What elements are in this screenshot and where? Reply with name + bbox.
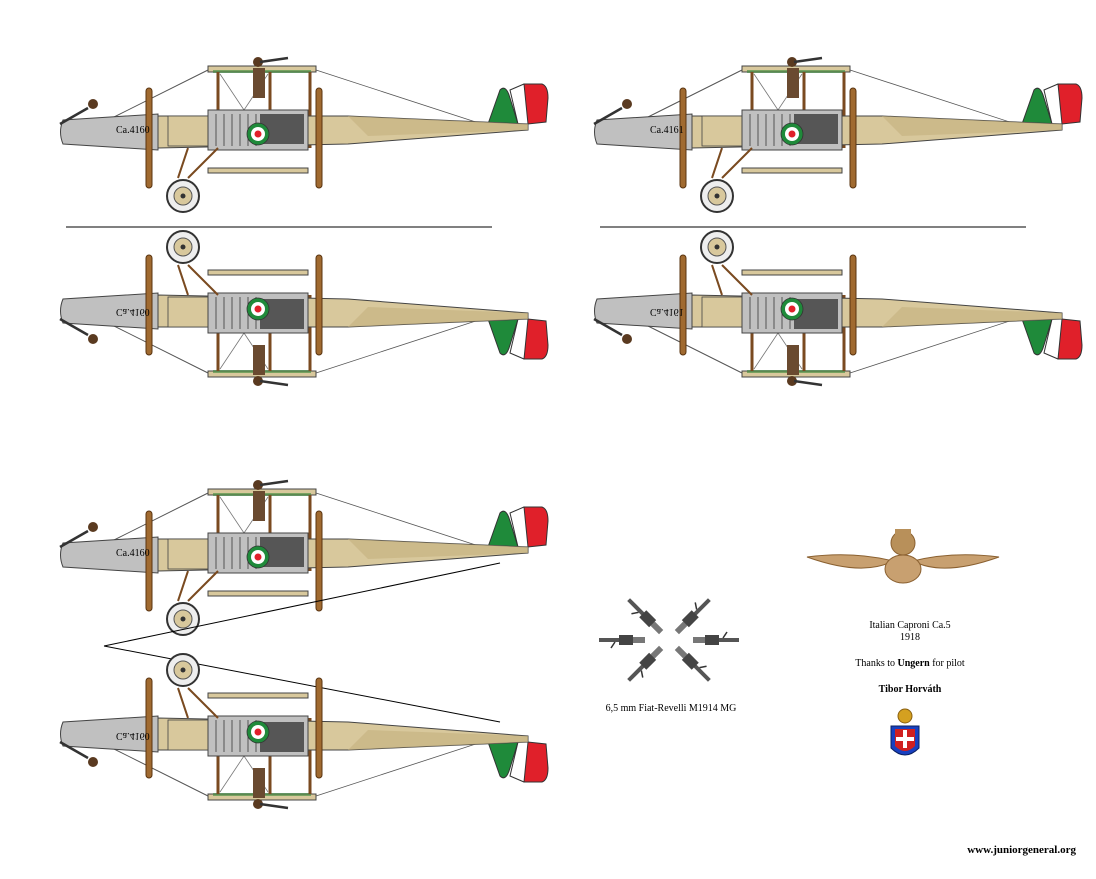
serial-label: Ca.4160: [116, 730, 150, 741]
thanks-suffix: for pilot: [932, 658, 965, 669]
website-link[interactable]: www.juniorgeneral.org: [967, 844, 1076, 856]
savoy-shield-icon: [890, 708, 920, 756]
thanks-name: Ungern: [897, 658, 930, 669]
caption-artist: Tibor Horváth: [878, 684, 942, 695]
caption-year: 1918: [900, 632, 920, 643]
mg-caption: 6,5 mm Fiat-Revelli M1914 MG: [605, 703, 737, 714]
mg-rosette: [598, 593, 740, 687]
serial-label: Ca.4161: [650, 125, 684, 136]
caption-thanks: Thanks to Ungern for pilot: [840, 658, 980, 669]
caption-box: Italian Caproni Ca.5 1918 Thanks to Unge…: [840, 612, 980, 772]
fold-line-bottom: [103, 645, 501, 723]
serial-label: Ca.4161: [650, 306, 684, 317]
fold-line-top: [103, 562, 501, 647]
serial-label: Ca.4160: [116, 306, 150, 317]
caption-title: Italian Caproni Ca.5: [869, 620, 951, 631]
pilot-wings-badge: [806, 529, 1000, 584]
serial-label: Ca.4160: [116, 125, 150, 136]
thanks-prefix: Thanks to: [855, 658, 895, 669]
serial-label: Ca.4160: [116, 548, 150, 559]
